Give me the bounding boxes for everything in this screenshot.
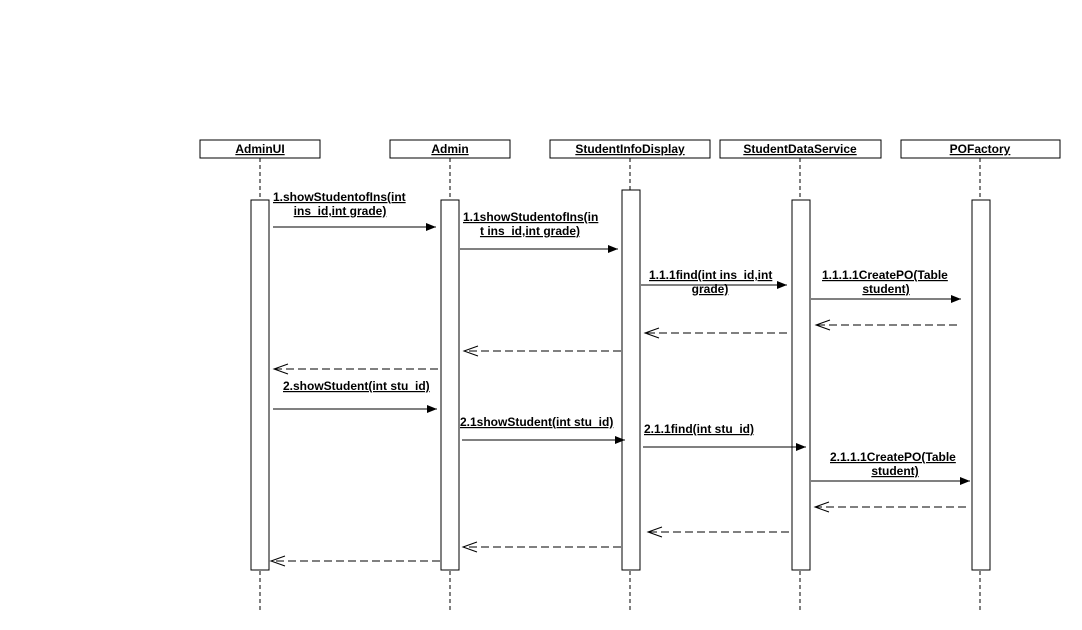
activation-pofactory xyxy=(971,199,991,571)
participant-studentdataservice-label: StudentDataService xyxy=(743,142,857,156)
return-arrowhead-6 xyxy=(646,526,663,538)
message-1-1-1-label-line2: grade) xyxy=(692,282,729,296)
message-2-1-label: 2.1showStudent(int stu_id) xyxy=(460,415,613,429)
return-arrowhead-2 xyxy=(643,327,660,339)
return-arrowhead-1 xyxy=(814,319,831,331)
message-1-label-line1: 1.showStudentofIns(int xyxy=(273,190,406,204)
participant-studentinfodisplay: StudentInfoDisplay xyxy=(549,139,711,159)
participant-admin: Admin xyxy=(389,139,511,159)
message-1-1-label-line1: 1.1showStudentofIns(in xyxy=(463,210,598,224)
message-2-1-1-1-label-line2: student) xyxy=(871,464,918,478)
return-arrowhead-3 xyxy=(462,345,479,357)
return-arrowhead-8 xyxy=(269,555,286,567)
return-arrowhead-7 xyxy=(461,541,478,553)
message-labels: 1.showStudentofIns(int ins_id,int grade)… xyxy=(273,190,956,478)
message-2-1-1-1-label-line1: 2.1.1.1CreatePO(Table xyxy=(830,450,956,464)
return-messages xyxy=(271,324,966,562)
participant-studentdataservice: StudentDataService xyxy=(719,139,882,159)
message-2-1-1-label: 2.1.1find(int stu_id) xyxy=(644,422,754,436)
activation-admin xyxy=(440,199,460,571)
return-arrowhead-5 xyxy=(813,501,830,513)
message-1-1-1-1-label-line1: 1.1.1.1CreatePO(Table xyxy=(822,268,948,282)
message-1-1-1-1-label-line2: student) xyxy=(862,282,909,296)
participant-studentinfodisplay-label: StudentInfoDisplay xyxy=(575,142,685,156)
participant-pofactory-label: POFactory xyxy=(950,142,1011,156)
return-arrowheads xyxy=(269,319,831,567)
activation-studentdataservice xyxy=(791,199,811,571)
message-1-label-line2: ins_id,int grade) xyxy=(294,204,387,218)
participant-adminui-label: AdminUI xyxy=(235,142,284,156)
activations xyxy=(250,189,991,571)
participant-adminui: AdminUI xyxy=(199,139,321,159)
call-messages xyxy=(273,223,970,485)
activation-studentinfodisplay xyxy=(621,189,641,571)
message-1-1-label-line2: t ins_id,int grade) xyxy=(480,224,580,238)
message-2-label: 2.showStudent(int stu_id) xyxy=(283,379,430,393)
participant-pofactory: POFactory xyxy=(900,139,1061,159)
return-arrowhead-4 xyxy=(272,363,289,375)
activation-adminui xyxy=(250,199,270,571)
participant-admin-label: Admin xyxy=(431,142,468,156)
message-1-1-1-label-line1: 1.1.1find(int ins_id,int xyxy=(649,268,772,282)
